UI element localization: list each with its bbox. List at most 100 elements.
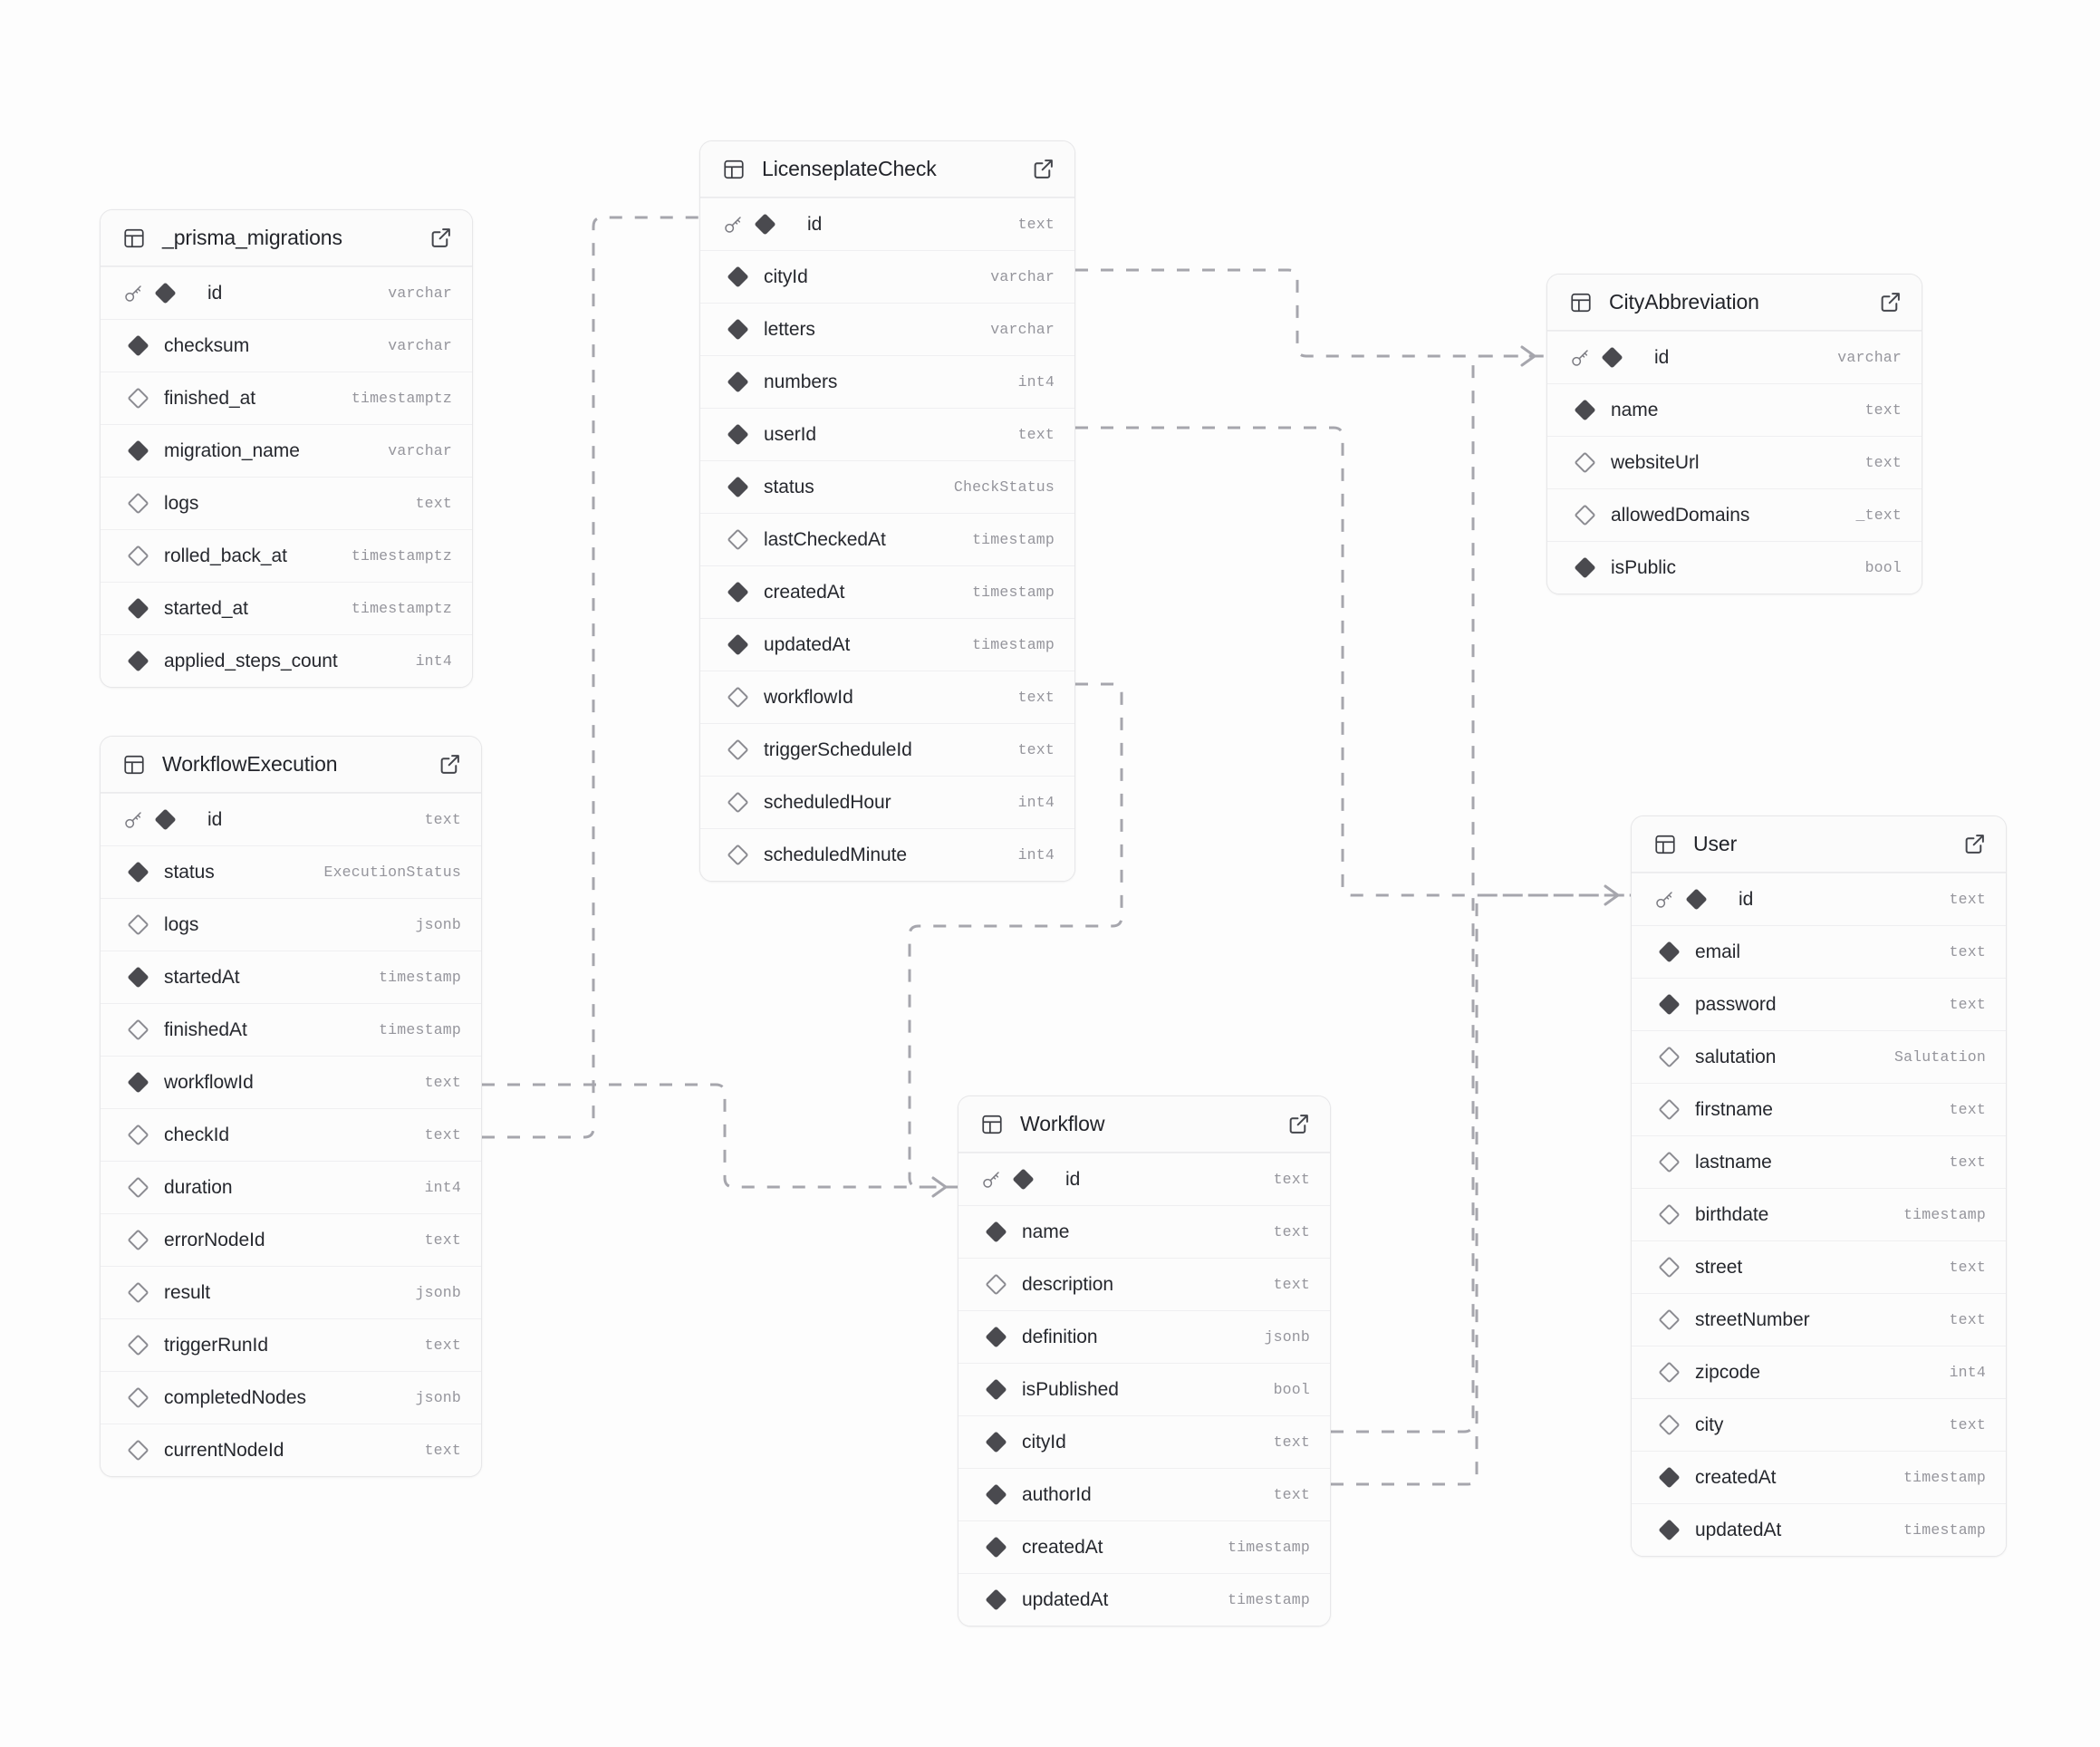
outline-diamond-icon: [1653, 1151, 1684, 1173]
field-name: numbers: [764, 371, 838, 392]
table-header-user[interactable]: User: [1632, 816, 2006, 873]
field-name: logs: [164, 492, 199, 514]
field-name: triggerScheduleId: [764, 738, 912, 760]
table-header-workflow_execution[interactable]: WorkflowExecution: [101, 737, 481, 793]
filled-diamond-icon: [722, 265, 753, 288]
field-type: int4: [415, 652, 452, 670]
field-type: text: [1949, 1101, 1986, 1118]
filled-diamond-icon: [122, 597, 153, 620]
field-row-city_abbreviation-allowedDomains[interactable]: allowedDomains_text: [1547, 488, 1922, 541]
table-header-workflow[interactable]: Workflow: [958, 1096, 1330, 1153]
external-link-icon[interactable]: [438, 753, 461, 776]
external-link-icon[interactable]: [429, 227, 452, 249]
field-type: ExecutionStatus: [323, 864, 461, 881]
external-link-icon[interactable]: [1879, 291, 1902, 314]
external-link-icon[interactable]: [1963, 833, 1986, 855]
filled-diamond-icon: [722, 318, 753, 341]
field-type: text: [424, 811, 461, 828]
table-header-licenseplate_check[interactable]: LicenseplateCheck: [700, 141, 1074, 198]
field-name: scheduledHour: [764, 791, 891, 813]
external-link-icon[interactable]: [1032, 158, 1055, 180]
table-header-city_abbreviation[interactable]: CityAbbreviation: [1547, 275, 1922, 331]
external-link-icon[interactable]: [1287, 1113, 1310, 1135]
field-type: varchar: [388, 285, 452, 302]
filled-diamond-icon: [980, 1378, 1011, 1401]
table-header-prisma_migrations[interactable]: _prisma_migrations: [101, 210, 472, 266]
outline-diamond-icon: [122, 387, 153, 410]
field-type: CheckStatus: [953, 478, 1055, 496]
field-type: text: [1949, 1153, 1986, 1171]
field-type: text: [1017, 689, 1055, 706]
field-type: text: [1273, 1486, 1310, 1503]
outline-diamond-icon: [1653, 1361, 1684, 1384]
